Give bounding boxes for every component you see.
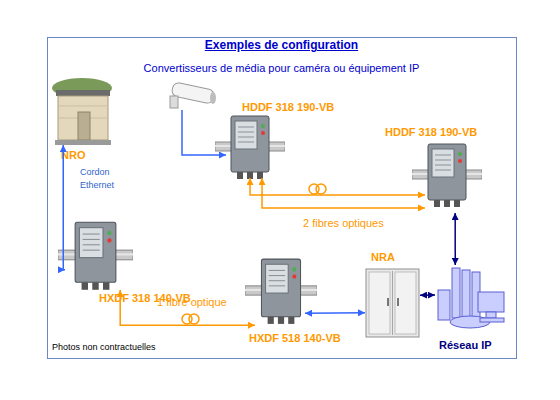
- cabinet-photo: [366, 269, 419, 337]
- node-label: HDDF 318 190-VB: [242, 101, 334, 114]
- node-label: NRA: [371, 251, 395, 264]
- equipment-node: NRO: [55, 85, 110, 145]
- converter-photo: [58, 222, 133, 289]
- equipment-node: HDDF 318 190-VB: [228, 115, 273, 178]
- node-label: HXDF 518 140-VB: [249, 332, 341, 345]
- note-label: Convertisseurs de média pour caméra ou é…: [47, 62, 516, 75]
- converter-photo: [412, 144, 482, 207]
- equipment-node: HXDF 518 140-VB: [255, 258, 305, 328]
- node-label: NRO: [61, 149, 85, 162]
- converter-photo: [215, 116, 285, 179]
- camera-icon: [170, 82, 216, 108]
- link-connector: [262, 178, 425, 208]
- building-photo: [52, 78, 112, 145]
- fiber-coil: [182, 314, 199, 324]
- converter-photo: [245, 259, 317, 324]
- equipment-node: NRA: [365, 268, 420, 338]
- link-connector: [250, 178, 425, 195]
- network-icon: [438, 268, 504, 328]
- fiber-coil: [309, 184, 326, 194]
- node-label: Réseau IP: [439, 339, 492, 352]
- link-label: 2 fibres optiques: [303, 217, 403, 230]
- link-label: Cordon Ethernet: [80, 166, 122, 192]
- camera-link: [182, 110, 226, 155]
- note-label: Photos non contractuelles: [52, 341, 212, 354]
- link-connector: [420, 294, 435, 296]
- equipment-node: HDDF 318 190-VB: [425, 145, 470, 213]
- diagram-title: Exemples de configuration: [47, 39, 516, 52]
- link-connector: [305, 312, 365, 314]
- frame-border: [48, 38, 517, 359]
- equipment-node: HXDF 318 140-VB: [65, 220, 125, 290]
- node-label: HDDF 318 190-VB: [385, 126, 477, 139]
- link-label: 1 fibre optique: [157, 296, 247, 309]
- link-connector: [63, 145, 65, 270]
- link-connector: [454, 213, 456, 265]
- equipment-node: Réseau IP: [435, 265, 510, 330]
